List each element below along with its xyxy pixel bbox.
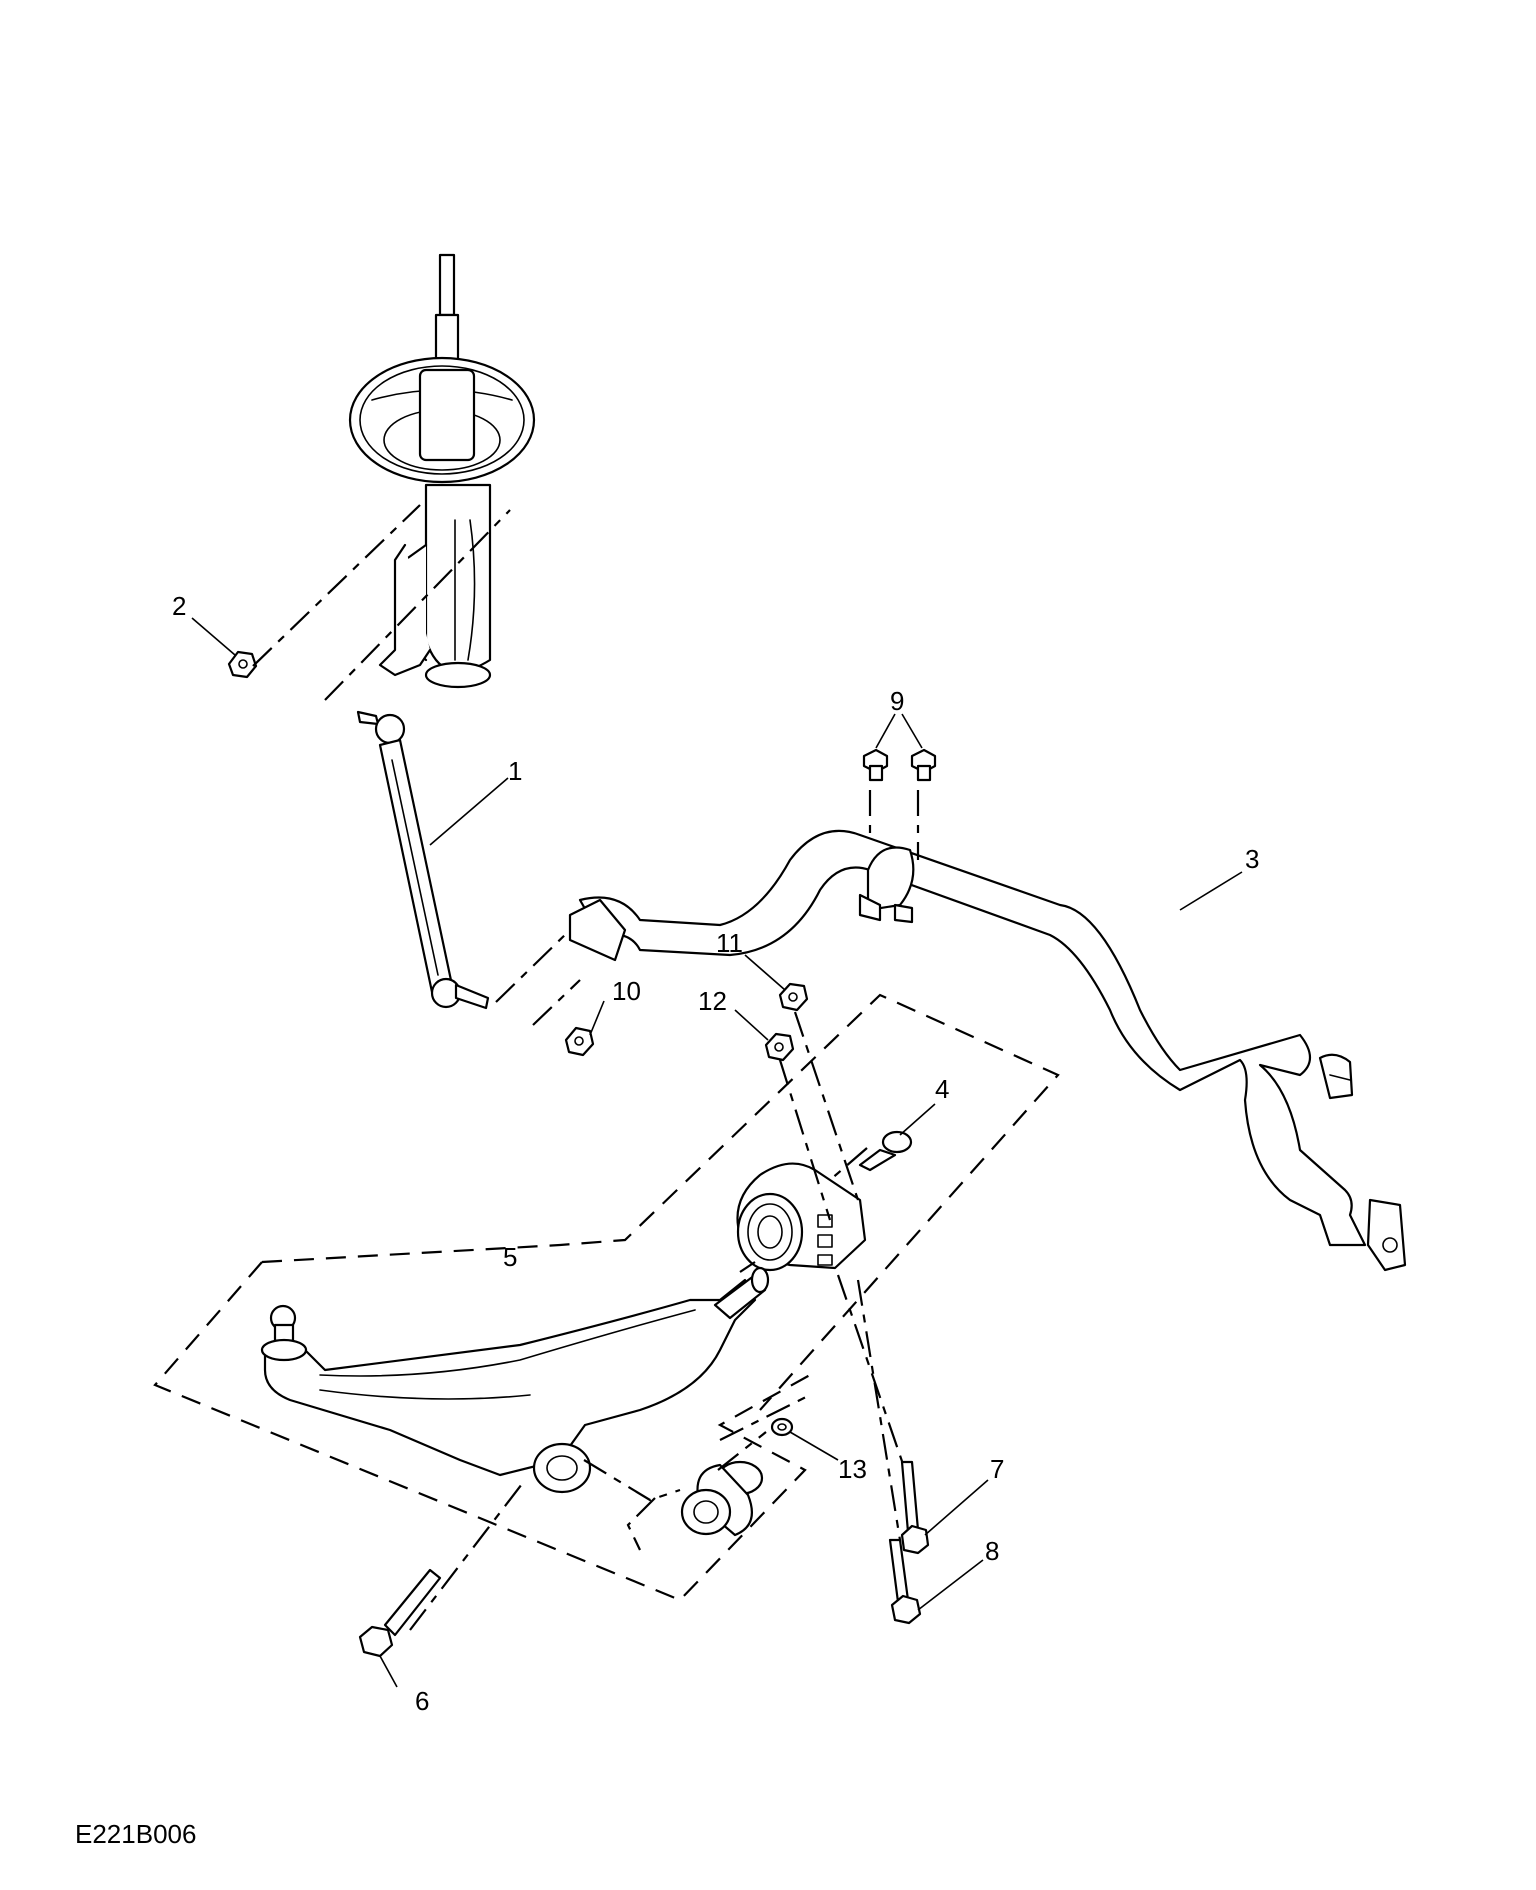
front-bush xyxy=(680,1460,764,1537)
callout-2: 2 xyxy=(172,591,186,621)
stabiliser-link-1 xyxy=(356,710,490,1010)
callout-4: 4 xyxy=(935,1074,949,1104)
nut-10 xyxy=(564,1026,595,1057)
callout-6: 6 xyxy=(415,1686,429,1716)
rear-bush-housing xyxy=(736,1162,867,1272)
bush-bolt-4 xyxy=(858,1130,913,1172)
callout-13: 13 xyxy=(838,1454,867,1484)
callout-3: 3 xyxy=(1245,844,1259,874)
bolts-9 xyxy=(862,748,937,782)
callout-1: 1 xyxy=(508,756,522,786)
lower-arm-group-outline xyxy=(153,993,1060,1602)
figure-reference-code: E221B006 xyxy=(75,1819,196,1849)
washer-13 xyxy=(770,1417,794,1437)
callout-11: 11 xyxy=(716,928,743,958)
bolt-8 xyxy=(888,1538,922,1625)
bolt-6 xyxy=(358,1568,442,1658)
callout-9: 9 xyxy=(890,686,904,716)
callout-10: 10 xyxy=(612,976,641,1006)
assembly-lines xyxy=(252,504,920,1631)
stabiliser-bar-3 xyxy=(568,829,1407,1272)
callout-8: 8 xyxy=(985,1536,999,1566)
callout-7: 7 xyxy=(990,1454,1004,1484)
nut-12 xyxy=(764,1032,795,1062)
bolt-7 xyxy=(900,1460,930,1555)
callout-12: 12 xyxy=(698,986,727,1016)
callout-labels: 1 2 3 4 5 6 7 8 9 10 11 12 13 xyxy=(172,591,1259,1716)
strut-assembly xyxy=(348,253,536,689)
nut-11 xyxy=(778,982,809,1012)
callout-5: 5 xyxy=(503,1242,517,1272)
lower-arm-5 xyxy=(260,1266,770,1494)
leader-lines xyxy=(191,617,1243,1688)
nut-2 xyxy=(227,650,258,679)
